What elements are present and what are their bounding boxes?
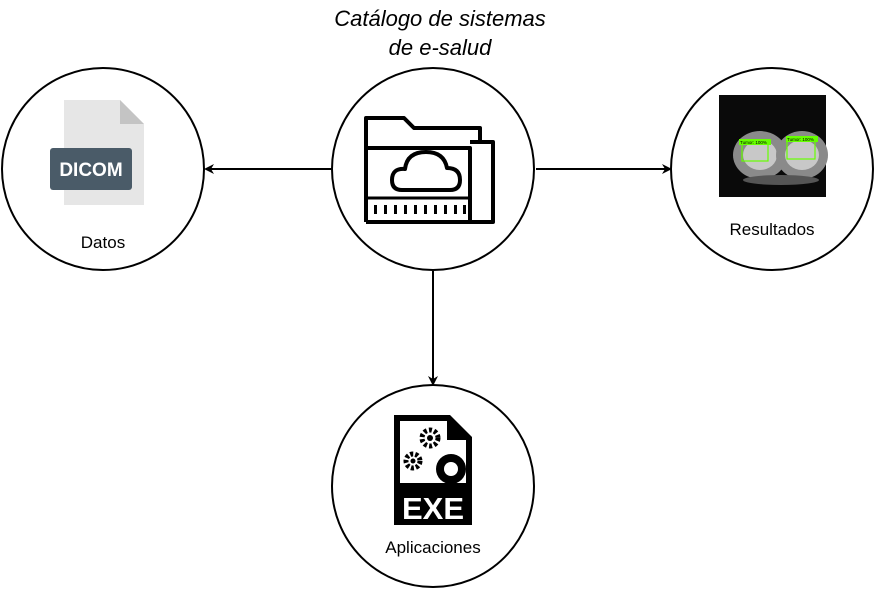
dicom-file-icon: DICOM <box>50 100 144 205</box>
title-line-1: Catálogo de sistemas <box>334 6 546 31</box>
ct-scan-result-icon: Tumor: 100% Tumor: 100% <box>719 95 828 197</box>
title-line-2: de e-salud <box>388 35 492 60</box>
diagram-title: Catálogo de sistemas de e-salud <box>280 4 600 62</box>
node-catalogo <box>331 67 535 271</box>
exe-file-icon: EXE <box>394 415 472 526</box>
dicom-badge-text: DICOM <box>59 160 122 181</box>
label-aplicaciones: Aplicaciones <box>385 538 481 557</box>
folder-ticks <box>374 205 466 214</box>
detection-label-2: Tumor: 100% <box>787 137 814 142</box>
exe-icon-text: EXE <box>402 491 464 526</box>
cloud-folder-icon <box>364 116 495 224</box>
label-resultados: Resultados <box>729 220 815 239</box>
detection-label-1: Tumor: 100% <box>740 140 767 145</box>
label-datos: Datos <box>80 233 126 252</box>
